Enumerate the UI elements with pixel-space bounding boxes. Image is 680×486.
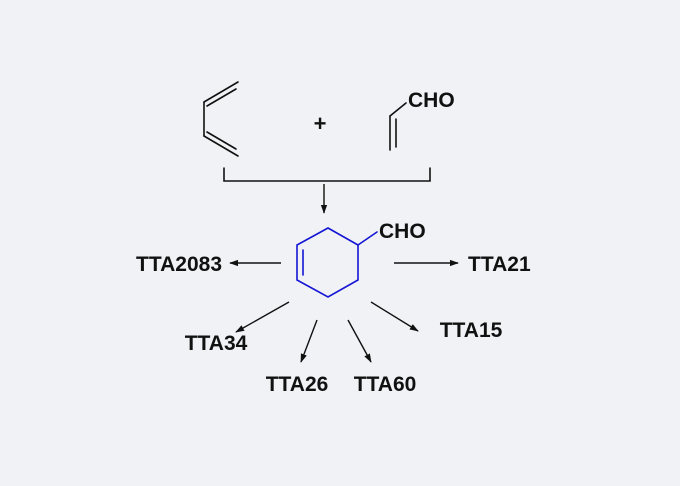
product-cho-label: CHO (379, 220, 426, 243)
product-substituent-bond (357, 231, 378, 246)
derivative-label-right: TTA21 (468, 253, 531, 276)
diene-bond-1 (203, 81, 239, 103)
arrow-to-lower-right (370, 301, 419, 332)
acrolein-bond-1 (389, 102, 407, 117)
derivative-arrows (229, 259, 459, 363)
derivative-label-bottom-left: TTA26 (266, 373, 329, 396)
derivative-label-lower-right: TTA15 (440, 319, 503, 342)
butadiene-structure (203, 81, 239, 157)
diene-bond-3-double (206, 131, 237, 150)
derivative-label-left: TTA2083 (136, 253, 222, 276)
arrow-to-bottom-left (300, 319, 318, 363)
acrolein-structure: CHO (389, 89, 455, 151)
product-ring (296, 227, 359, 298)
acrolein-cho-label: CHO (408, 89, 455, 112)
bracket-line (223, 167, 431, 182)
derivative-label-bottom-right: TTA60 (354, 373, 417, 396)
diene-bond-3 (203, 135, 239, 157)
derivative-label-lower-left: TTA34 (185, 332, 248, 355)
derivative-labels: TTA2083 TTA21 TTA34 TTA26 TTA60 TTA15 (136, 253, 531, 396)
plus-sign: + (314, 111, 327, 136)
diene-bond-1-double (206, 88, 237, 107)
product-structure: CHO (296, 220, 426, 298)
arrow-to-lower-left (235, 301, 290, 333)
reaction-bracket (223, 167, 431, 214)
arrow-to-bottom-right (347, 319, 372, 363)
